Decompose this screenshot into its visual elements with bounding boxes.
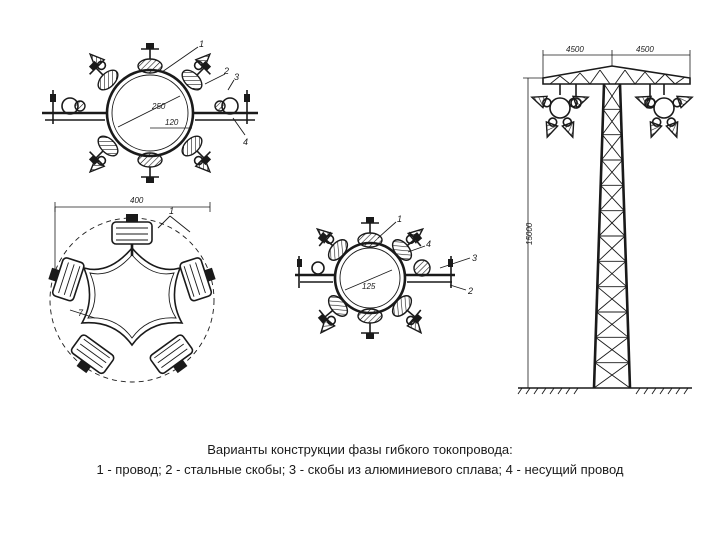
tower-lattice-member [601, 109, 622, 135]
fig1-callout-1: 1 [199, 39, 204, 49]
tower-lattice-member [603, 83, 622, 110]
tower-dim-height: 15000 [525, 222, 534, 245]
tower-lattice-member [602, 109, 623, 135]
support-tower: 4500 4500 [517, 45, 696, 395]
tower-lattice-member [601, 134, 623, 161]
tower-lattice-member [597, 260, 627, 288]
tower-dim-right-arm: 4500 [636, 45, 654, 54]
tower-lattice-member [598, 235, 627, 262]
tower-lattice-member [596, 311, 629, 338]
tower-lattice-member [602, 83, 621, 110]
fig3-dim-diameter: 125 [362, 282, 376, 291]
tower-lattice-member [596, 286, 627, 313]
tower-lattice-member [600, 185, 625, 211]
tower-lattice-member [598, 210, 625, 237]
tower-lattice-member [593, 362, 630, 389]
fig3-callout-1: 1 [397, 214, 402, 224]
fig3-callout-3: 3 [472, 253, 477, 263]
tower-lattice-member [594, 336, 629, 364]
tower-lattice-member [599, 185, 624, 211]
tower-lattice-member [601, 159, 624, 186]
tower-dim-left-arm: 4500 [566, 45, 584, 54]
tower-lattice-member [595, 311, 628, 338]
tower-lattice-member [594, 362, 631, 389]
figure-1-ring-assembly: 250 120 1 2 3 4 [42, 39, 258, 184]
tower-lattice-member [597, 235, 626, 262]
technical-drawing: 250 120 1 2 3 4 400 [42, 39, 696, 395]
tower-lattice-member [600, 159, 623, 186]
figure-caption: Варианты конструкции фазы гибкого токопр… [0, 440, 720, 480]
fig1-callout-3: 3 [234, 72, 239, 82]
figure-3-ring-assembly: 125 1 4 3 2 [295, 214, 477, 340]
tower-lattice-member [597, 260, 627, 288]
tower-lattice-member [595, 336, 630, 364]
fig1-dim-offset: 120 [165, 118, 179, 127]
fig1-callout-4: 4 [243, 137, 248, 147]
figure-2-large-assembly: 400 [48, 196, 216, 383]
fig1-dim-diameter: 250 [151, 102, 166, 111]
svg-text:7: 7 [78, 308, 84, 318]
caption-title: Варианты конструкции фазы гибкого токопр… [207, 442, 513, 457]
fig3-callout-2: 2 [467, 286, 473, 296]
tower-lattice-member [601, 134, 623, 161]
fig3-callout-4: 4 [426, 239, 431, 249]
tower-lattice-member [599, 210, 626, 237]
fig2-callout-1: 1 [169, 206, 174, 216]
caption-legend: 1 - провод; 2 - стальные скобы; 3 - скоб… [96, 462, 624, 477]
fig2-dim-width: 400 [130, 196, 144, 205]
tower-lattice-member [597, 286, 628, 313]
fig1-callout-2: 2 [223, 66, 229, 76]
